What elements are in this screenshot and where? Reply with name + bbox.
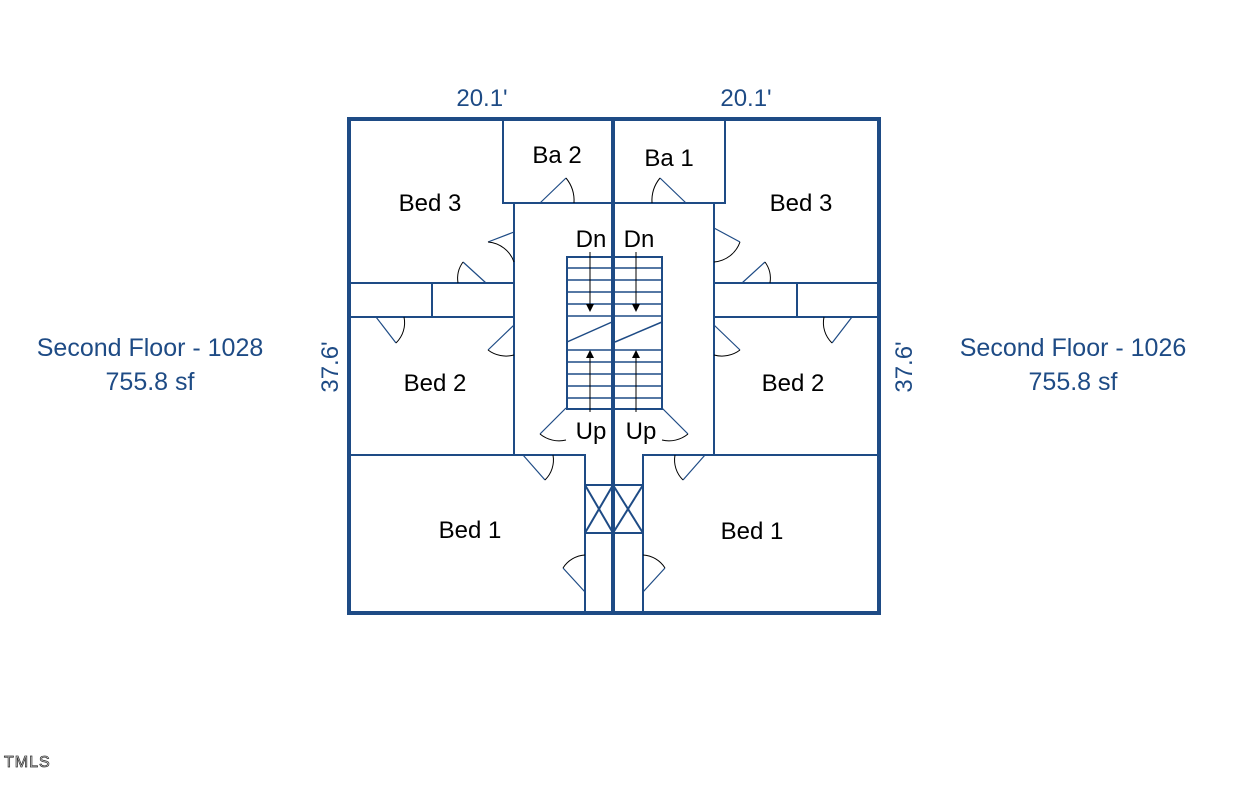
left-bed2-label: Bed 2 (404, 370, 467, 397)
right-bed1-label: Bed 1 (721, 518, 784, 545)
left-unit-area: 755.8 sf (106, 368, 195, 396)
right-stair-down-label: Dn (624, 226, 655, 253)
left-unit-depth-dimension: 37.6' (317, 341, 344, 392)
left-unit-width-dimension: 20.1' (456, 85, 507, 112)
right-bed3-label: Bed 3 (770, 190, 833, 217)
watermark-logo: TMLS (4, 754, 51, 771)
right-bed2-label: Bed 2 (762, 370, 825, 397)
left-stair-down-label: Dn (576, 226, 607, 253)
stairs: Dn Dn Up Up (566, 226, 663, 445)
right-unit-depth-dimension: 37.6' (891, 341, 918, 392)
right-unit-width-dimension: 20.1' (720, 85, 771, 112)
right-unit-area: 755.8 sf (1029, 368, 1118, 396)
right-bath-label: Ba 1 (644, 145, 693, 172)
right-unit-title: Second Floor - 1026 (960, 334, 1187, 362)
left-bath-label: Ba 2 (532, 142, 581, 169)
right-stair-up-label: Up (626, 418, 657, 445)
left-bed3-label: Bed 3 (399, 190, 462, 217)
exterior-walls (347, 117, 881, 615)
left-stair-up-label: Up (576, 418, 607, 445)
left-bed1-label: Bed 1 (439, 517, 502, 544)
left-unit-title: Second Floor - 1028 (37, 334, 264, 362)
doors (375, 177, 853, 593)
